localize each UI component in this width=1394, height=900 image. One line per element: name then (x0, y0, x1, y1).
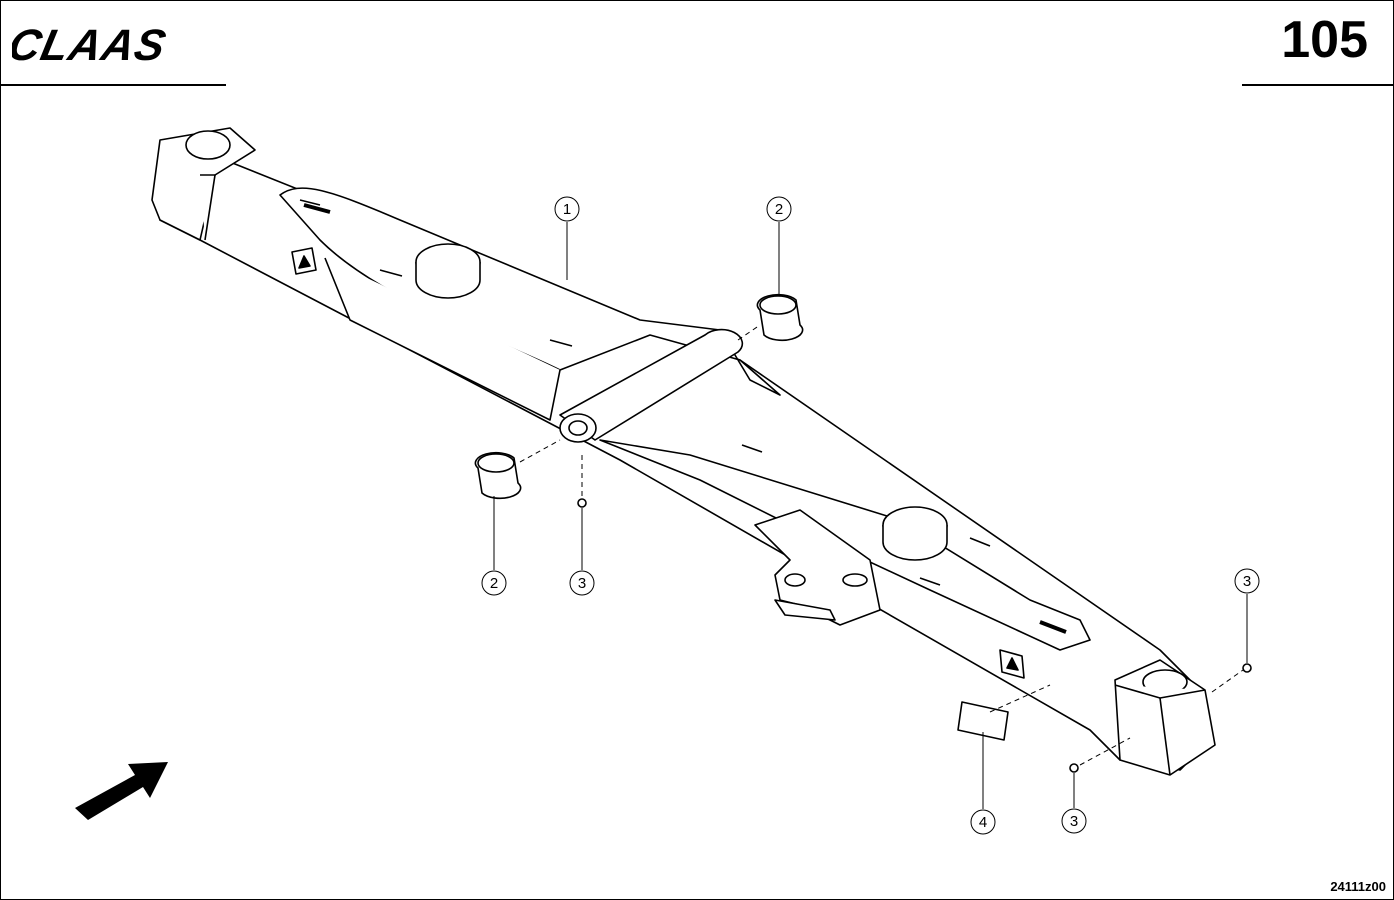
decal-plate (957, 701, 1009, 741)
callout-balloon-1 (554, 196, 580, 222)
callout-2b: 2 (490, 575, 498, 592)
arrow-icon (75, 762, 168, 820)
svg-text:CLAAS: CLAAS (12, 22, 171, 66)
pivot-tube (559, 328, 744, 441)
callout-2a: 2 (775, 201, 783, 218)
grease-nipple-right-top (1242, 663, 1252, 673)
callout-3a: 3 (578, 575, 586, 592)
callout-balloon-4 (970, 809, 996, 835)
callout-3b: 3 (1243, 573, 1251, 590)
callout-4: 4 (979, 814, 987, 831)
claas-logo: CLAAS (12, 22, 171, 66)
callout-balloon-3b (1234, 568, 1260, 594)
callout-balloon-2b (481, 570, 507, 596)
header-rule-left (0, 84, 226, 86)
grease-nipple-center (577, 498, 587, 508)
grease-nipple-right-bottom (1069, 763, 1079, 773)
callout-1: 1 (563, 201, 571, 218)
header-rule-right (1242, 84, 1394, 86)
drawing-id: 24111z00 (1330, 879, 1386, 894)
callout-balloon-3a (569, 570, 595, 596)
page-number: 105 (1281, 11, 1368, 69)
callout-balloon-2a (766, 196, 792, 222)
callout-3c: 3 (1070, 813, 1078, 830)
callout-balloon-3c (1061, 808, 1087, 834)
